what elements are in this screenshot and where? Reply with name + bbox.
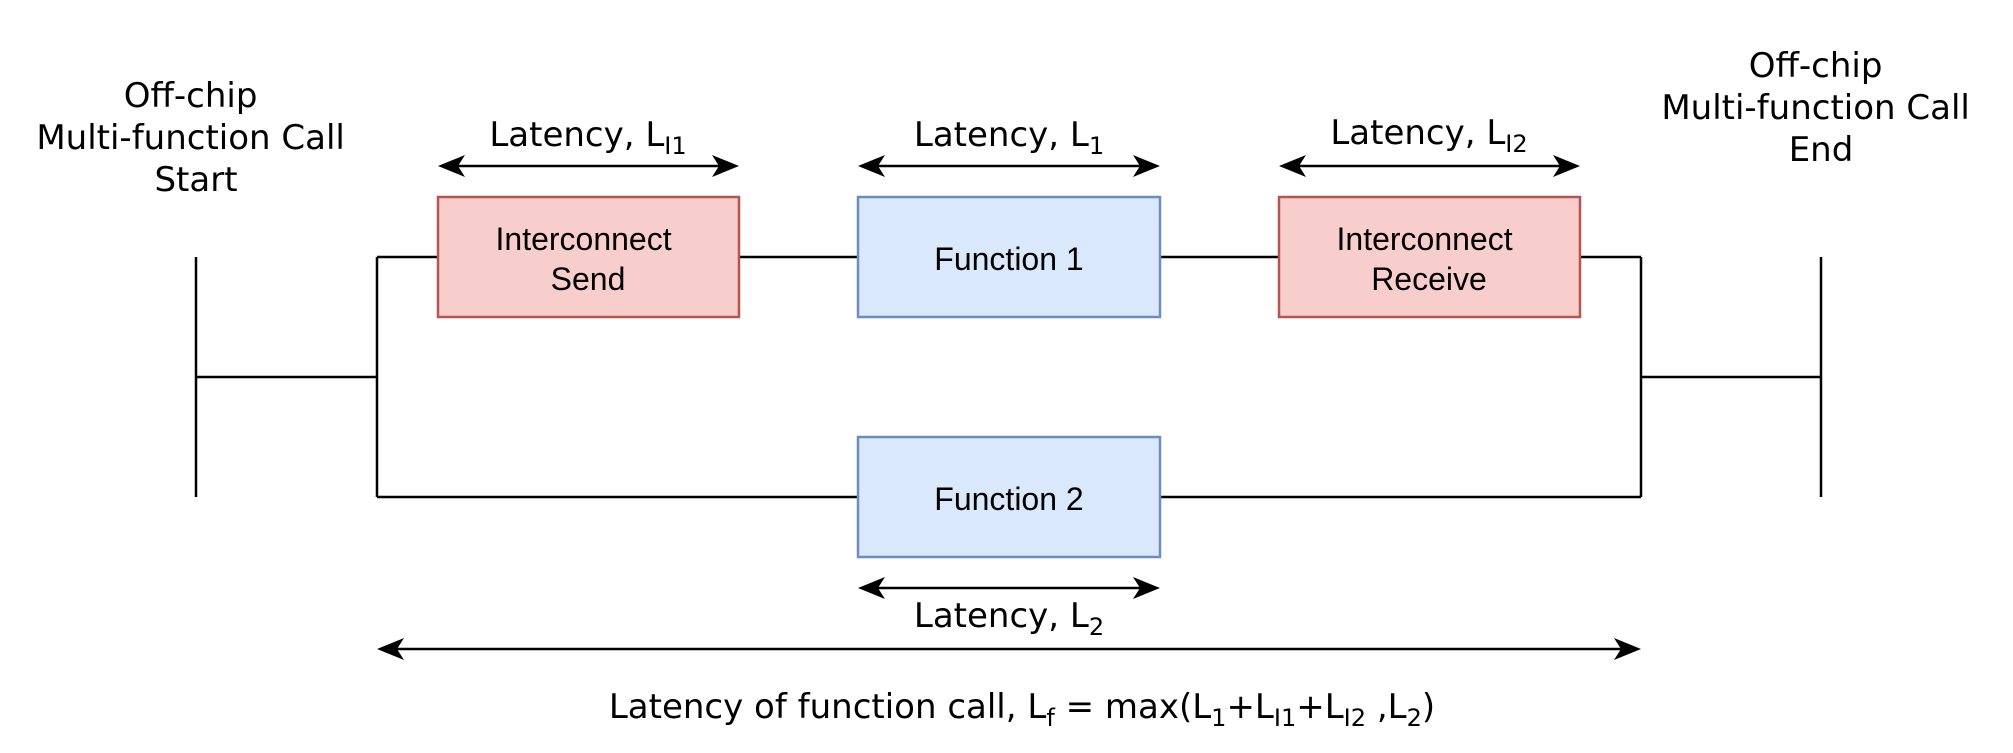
- formula-mid: ,L: [1366, 687, 1407, 727]
- function1-box: [856, 195, 1162, 319]
- latency-li2-label: Latency, LI2: [1330, 113, 1527, 158]
- formula-close: ): [1422, 687, 1435, 727]
- latency-li1-sub: I1: [664, 132, 686, 160]
- function1-label: Function 1: [934, 241, 1083, 277]
- interconnect-send-label: Interconnect Send: [496, 221, 681, 297]
- start-label-line: Start: [154, 160, 237, 200]
- start-label-line: Off-chip: [124, 76, 258, 116]
- function1-line: Function 1: [934, 241, 1083, 277]
- function2-line: Function 2: [934, 481, 1083, 517]
- interconnect-send-box: [436, 195, 741, 319]
- formula-sub-1: 1: [1211, 704, 1226, 732]
- start-label: Off-chip Multi-function Call Start: [36, 76, 355, 200]
- total-latency-formula: Latency of function call, Lf = max(L1+LI…: [609, 687, 1435, 732]
- total-latency-arrow: [377, 638, 1641, 660]
- latency-li1-label: Latency, LI1: [489, 115, 686, 160]
- latency-li1-arrow: [438, 155, 739, 177]
- latency-l1-sub: 1: [1089, 132, 1104, 160]
- formula-plus-2: +L: [1296, 687, 1343, 727]
- formula-eq: = max(L: [1055, 687, 1211, 727]
- end-label-line: End: [1789, 130, 1854, 170]
- function2-label: Function 2: [934, 481, 1083, 517]
- latency-l1-label: Latency, L1: [914, 115, 1104, 160]
- latency-l1-text: Latency, L: [914, 115, 1089, 155]
- latency-li2-text: Latency, L: [1330, 113, 1505, 153]
- formula-sub-2: 2: [1407, 704, 1422, 732]
- interconnect-send-line: Send: [551, 261, 626, 297]
- latency-li2-sub: I2: [1505, 130, 1527, 158]
- latency-l1-arrow: [858, 155, 1160, 177]
- interconnect-receive-line: Receive: [1371, 261, 1487, 297]
- start-label-line: Multi-function Call: [36, 118, 345, 158]
- end-label-line: Multi-function Call: [1661, 88, 1970, 128]
- formula-plus-1: +L: [1226, 687, 1273, 727]
- formula-sub-f: f: [1046, 704, 1055, 732]
- latency-l2-sub: 2: [1089, 613, 1104, 641]
- formula-sub-i2: I2: [1344, 704, 1366, 732]
- interconnect-receive-label: Interconnect Receive: [1337, 221, 1522, 297]
- interconnect-receive-line: Interconnect: [1337, 221, 1513, 257]
- end-label: Off-chip Multi-function Call End: [1661, 46, 1980, 170]
- interconnect-receive-box: [1277, 195, 1582, 319]
- latency-l2-arrow: [858, 577, 1160, 599]
- latency-li2-arrow: [1279, 155, 1580, 177]
- latency-li1-text: Latency, L: [489, 115, 664, 155]
- end-label-line: Off-chip: [1749, 46, 1883, 86]
- interconnect-send-line: Interconnect: [496, 221, 672, 257]
- function2-box: [856, 435, 1162, 559]
- latency-l2-text: Latency, L: [914, 596, 1089, 636]
- formula-sub-i1: I1: [1274, 704, 1296, 732]
- latency-l2-label: Latency, L2: [914, 596, 1104, 641]
- formula-prefix: Latency of function call, L: [609, 687, 1047, 727]
